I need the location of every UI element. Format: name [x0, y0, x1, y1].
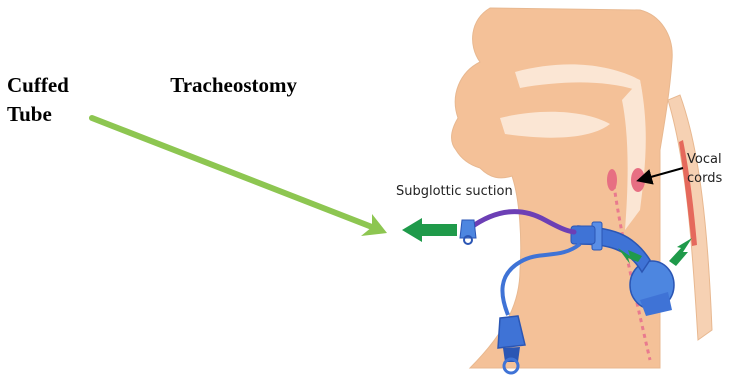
vocal-cords-label-line1: Vocal: [687, 152, 722, 167]
vocal-cords-label-line2: cords: [687, 171, 722, 186]
vocal-cords-left: [607, 169, 617, 191]
subglottic-suction-label: Subglottic suction: [396, 184, 513, 199]
tube-connector: [571, 226, 595, 244]
pointer-arrow-shaft: [92, 118, 372, 227]
suction-flow-arrow: [402, 218, 457, 242]
cuff-flow-arrow-right: [669, 238, 692, 266]
